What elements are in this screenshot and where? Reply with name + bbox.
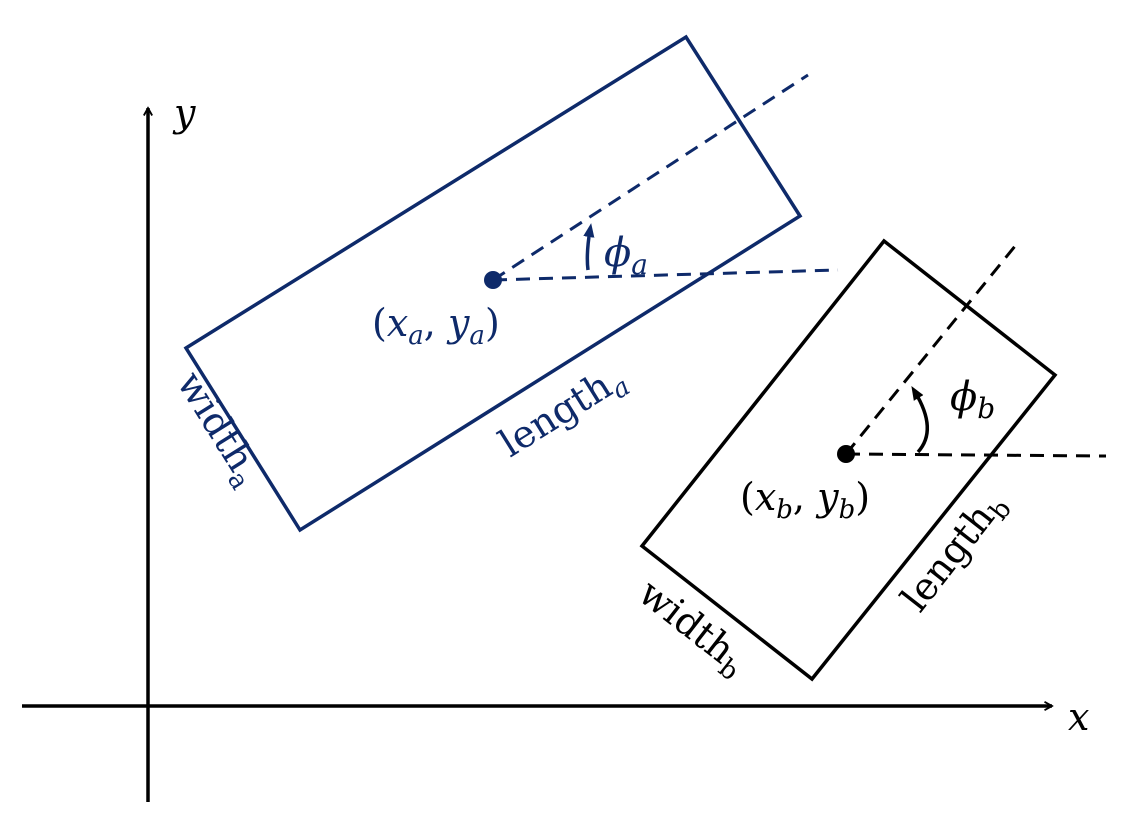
rectangle-b-angle-arc [911, 386, 930, 454]
angle-a-subscript: a [631, 248, 648, 281]
rectangle-a-length-label: lengtha [491, 355, 635, 471]
axes: x y [22, 91, 1089, 802]
rectangle-a-center-label: (xa, ya) [372, 301, 500, 351]
rectangle-a-heading-line [492, 73, 809, 282]
rectangle-a: ϕa (xa, ya) lengtha widtha [163, 34, 839, 533]
rectangle-b-center-point [837, 445, 855, 463]
rectangle-a-reference-line [492, 268, 839, 282]
rectangle-b-width-label: widthb [627, 570, 757, 687]
angle-b-subscript: b [977, 392, 995, 425]
x-axis-label: x [1068, 695, 1089, 739]
rectangle-b-angle-label: ϕb [950, 374, 995, 425]
rectangle-b: ϕb (xb, yb) lengthb widthb [627, 238, 1107, 687]
rectangle-a-outline [183, 34, 803, 533]
rectangle-b-outline [639, 238, 1058, 682]
rectangle-a-angle-arc [583, 223, 595, 271]
angle-b-symbol: ϕ [950, 374, 977, 420]
rectangle-a-center-point [484, 271, 502, 289]
y-axis-label: y [172, 91, 196, 135]
rectangle-b-reference-line [845, 452, 1107, 458]
rectangle-a-width-label: widtha [163, 363, 271, 495]
rectangle-a-angle-label: ϕa [604, 230, 648, 281]
angle-a-symbol: ϕ [604, 230, 631, 276]
rectangle-b-center-label: (xb, yb) [740, 475, 870, 525]
